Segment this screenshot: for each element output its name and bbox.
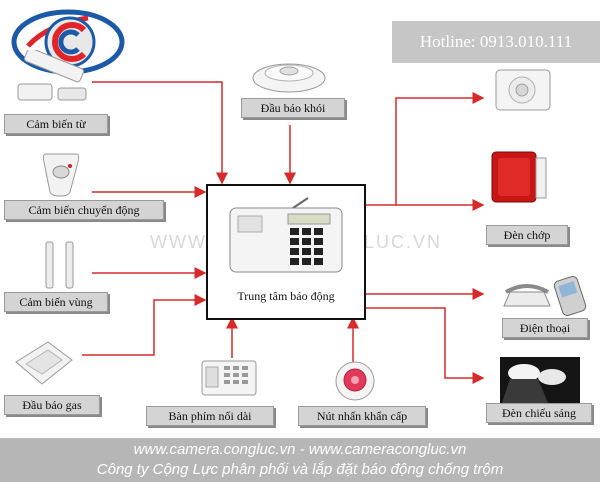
footer-banner: www.camera.congluc.vn - www.cameraconglu… [0,438,600,482]
siren-icon [492,66,554,114]
label-panic-button: Nút nhấn khẩn cấp [298,406,426,426]
label-gas-detector: Đầu báo gas [4,395,100,415]
label-smoke-detector: Đầu báo khói [241,98,345,118]
keypad-icon [200,357,258,399]
zone-sensor-icon [40,240,80,290]
motion-sensor-icon [40,150,82,198]
footer-websites: www.camera.congluc.vn - www.cameraconglu… [0,440,600,460]
floodlight-icon [500,357,580,403]
control-panel-icon [226,196,346,276]
label-zone-sensor: Cảm biến vùng [4,292,108,312]
gas-detector-icon [12,336,76,390]
label-strobe-light: Đèn chớp [486,225,568,245]
label-motion-sensor: Cảm biến chuyển động [4,200,164,220]
panic-button-icon [334,358,376,404]
label-floodlight: Đèn chiếu sáng [486,403,592,423]
smoke-detector-icon [250,56,328,98]
telephone-icon [500,276,588,316]
label-magnetic-sensor: Cảm biến từ [4,114,108,134]
center-label: Trung tâm báo động [208,289,364,304]
alarm-control-panel: Trung tâm báo động [206,184,366,320]
footer-company-line: Công ty Cộng Lực phân phối và lắp đặt bá… [0,460,600,480]
label-telephone: Điện thoại [502,318,588,338]
label-keypad: Bàn phím nối dài [146,406,274,426]
magnetic-sensor-icon [16,50,94,112]
strobe-light-icon [484,148,554,206]
